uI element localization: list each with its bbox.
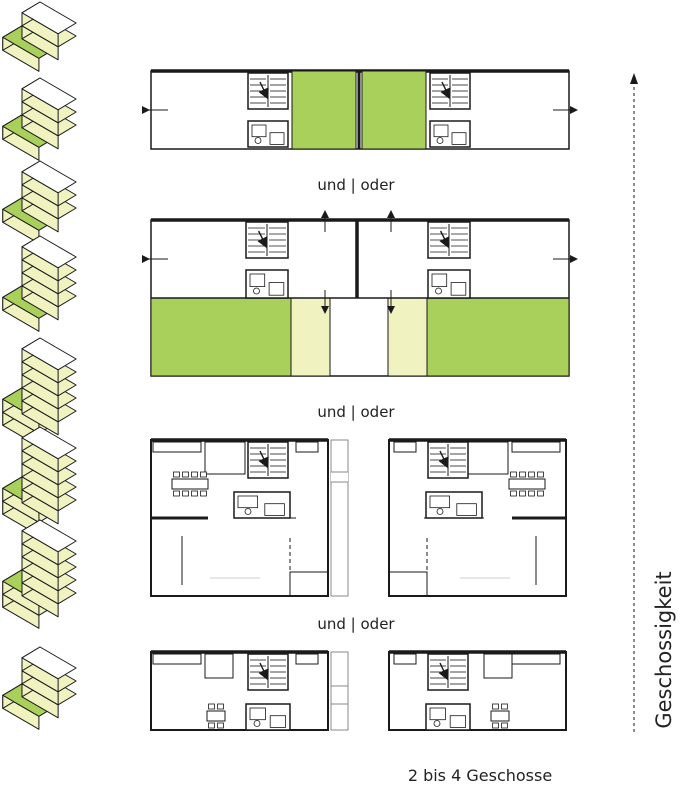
isometric-house-icon — [2, 337, 77, 447]
garden — [150, 297, 292, 377]
staircase-icon — [427, 441, 469, 479]
separator-label-1: und | oder — [317, 176, 395, 194]
caption: 2 bis 4 Geschosse — [407, 766, 553, 785]
kitchen-icon — [245, 703, 291, 731]
isometric-house-icon — [2, 646, 77, 730]
staircase-icon — [427, 653, 469, 691]
kitchen-icon — [247, 120, 289, 148]
isometric-house-icon — [2, 426, 77, 536]
staircase-icon — [247, 72, 289, 110]
isometric-house-icon — [2, 160, 77, 244]
fixtures-layer — [152, 72, 561, 731]
kitchen-icon — [425, 703, 471, 731]
courtyard — [291, 70, 357, 150]
axis-label: Geschossigkeit — [652, 571, 676, 729]
axis-arrow-icon — [630, 73, 638, 84]
plan-1 — [142, 69, 578, 150]
isometric-house-column — [2, 1, 77, 730]
kitchen-icon — [233, 491, 291, 519]
courtyard — [361, 70, 427, 150]
garden — [426, 297, 570, 377]
dining-table-icon — [171, 471, 209, 497]
staircase-icon — [245, 221, 289, 259]
kitchen-icon — [427, 269, 471, 299]
plan-4 — [150, 650, 567, 731]
isometric-house-icon — [2, 235, 77, 332]
separator-label-3: und | oder — [317, 615, 395, 633]
staircase-icon — [247, 441, 289, 479]
isometric-house-icon — [2, 1, 77, 72]
access-corridor — [330, 651, 349, 731]
staircase-icon — [247, 653, 289, 691]
terrace — [387, 297, 428, 377]
kitchen-icon — [245, 269, 289, 299]
dining-table-icon — [490, 703, 510, 729]
staircase-icon — [429, 72, 471, 110]
access-corridor — [330, 439, 349, 597]
separator-label-2: und | oder — [317, 403, 395, 421]
kitchen-icon — [429, 120, 471, 148]
terrace — [290, 297, 331, 377]
dining-table-icon — [206, 703, 226, 729]
isometric-house-icon — [2, 77, 77, 161]
staircase-icon — [427, 221, 471, 259]
isometric-house-icon — [2, 519, 77, 629]
plan-2 — [142, 210, 578, 377]
dining-table-icon — [508, 471, 546, 497]
kitchen-icon — [425, 491, 483, 519]
